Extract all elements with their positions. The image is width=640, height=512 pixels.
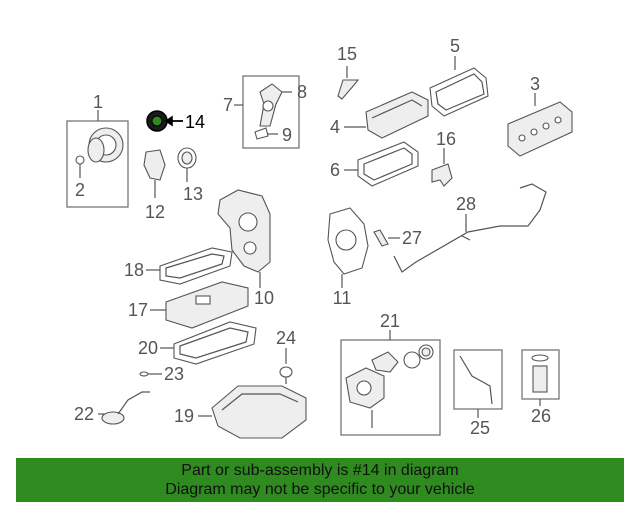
part-label-10: 10	[254, 288, 274, 308]
part-label-27: 27	[402, 228, 422, 248]
part-group-7[interactable]: 7 8 9	[223, 75, 307, 149]
info-banner: Part or sub-assembly is #14 in diagram D…	[16, 458, 624, 502]
part-17-pan-upper	[165, 281, 249, 329]
part-label-23: 23	[164, 364, 184, 384]
part-15-tube	[337, 79, 360, 100]
part-18-gasket	[159, 247, 233, 285]
part-label-17: 17	[128, 300, 148, 320]
part-group-12[interactable]: 12	[143, 149, 166, 222]
part-16-housing	[431, 163, 453, 187]
part-label-12: 12	[145, 202, 165, 222]
part-26-filter	[532, 365, 548, 393]
part-group-13[interactable]: 13	[177, 147, 203, 204]
banner-line-2: Diagram may not be specific to your vehi…	[165, 481, 475, 498]
part-5-gasket	[429, 67, 489, 117]
part-label-24: 24	[276, 328, 296, 348]
part-group-14[interactable]: 14	[146, 110, 205, 132]
part-label-21: 21	[380, 311, 400, 331]
part-group-18[interactable]: 18	[124, 247, 233, 285]
part-23-clip	[139, 371, 149, 377]
part-27-sensor	[373, 229, 389, 247]
part-label-25: 25	[470, 418, 490, 438]
part-label-20: 20	[138, 338, 158, 358]
part-label-15: 15	[337, 44, 357, 64]
part-12-gasket	[143, 149, 166, 181]
part-group-24[interactable]: 24	[276, 328, 296, 384]
part-group-10[interactable]: 10	[217, 189, 274, 308]
part-2-bolt	[75, 155, 85, 165]
part-group-21[interactable]: 21	[340, 311, 441, 436]
part-label-3: 3	[530, 74, 540, 94]
part-label-8: 8	[297, 82, 307, 102]
part-label-11: 11	[333, 288, 352, 308]
part-label-4: 4	[330, 117, 340, 137]
part-group-17[interactable]: 17	[128, 281, 249, 329]
part-label-18: 18	[124, 260, 144, 280]
part-label-9: 9	[282, 125, 292, 145]
banner-line-1: Part or sub-assembly is #14 in diagram	[181, 462, 459, 479]
part-label-13: 13	[183, 184, 203, 204]
part-28-tube	[393, 183, 547, 273]
part-group-23[interactable]: 23	[139, 364, 184, 384]
part-22-pickup	[101, 411, 125, 425]
part-group-6[interactable]: 6	[330, 141, 419, 187]
part-group-22[interactable]: 22	[74, 391, 150, 425]
part-group-3[interactable]: 3	[507, 74, 573, 157]
part-group-19[interactable]: 19	[174, 385, 307, 439]
part-group-16[interactable]: 16	[431, 129, 456, 187]
part-label-14: 14	[185, 112, 205, 132]
part-label-7: 7	[223, 95, 233, 115]
part-24-plug	[279, 366, 293, 378]
part-group-27[interactable]: 27	[373, 228, 422, 248]
part-6-gasket	[357, 141, 419, 187]
part-label-26: 26	[531, 406, 551, 426]
part-label-22: 22	[74, 404, 94, 424]
part-group-1[interactable]: 1 2	[66, 92, 129, 208]
part-25-tube	[459, 355, 493, 405]
part-label-16: 16	[436, 129, 456, 149]
parts-diagram: 1 2 14 12 13 7 8 9 15	[66, 36, 573, 439]
part-group-26[interactable]: 26	[521, 349, 560, 426]
part-group-4[interactable]: 4	[330, 91, 429, 139]
part-group-25[interactable]: 25	[453, 349, 503, 438]
part-3-head	[507, 101, 573, 157]
part-label-1: 1	[93, 92, 103, 112]
part-group-5[interactable]: 5	[429, 36, 489, 117]
part-group-11[interactable]: 11	[327, 207, 369, 308]
part-label-6: 6	[330, 160, 340, 180]
part-10-cover	[217, 189, 271, 273]
part-group-28[interactable]: 28	[393, 183, 547, 273]
part-label-28: 28	[456, 194, 476, 214]
part-label-2: 2	[75, 180, 85, 200]
part-label-19: 19	[174, 406, 194, 426]
part-group-15[interactable]: 15	[337, 44, 360, 100]
part-group-20[interactable]: 20	[138, 321, 257, 365]
part-20-gasket	[173, 321, 257, 365]
part-4-cover	[365, 91, 429, 139]
part-label-5: 5	[450, 36, 460, 56]
